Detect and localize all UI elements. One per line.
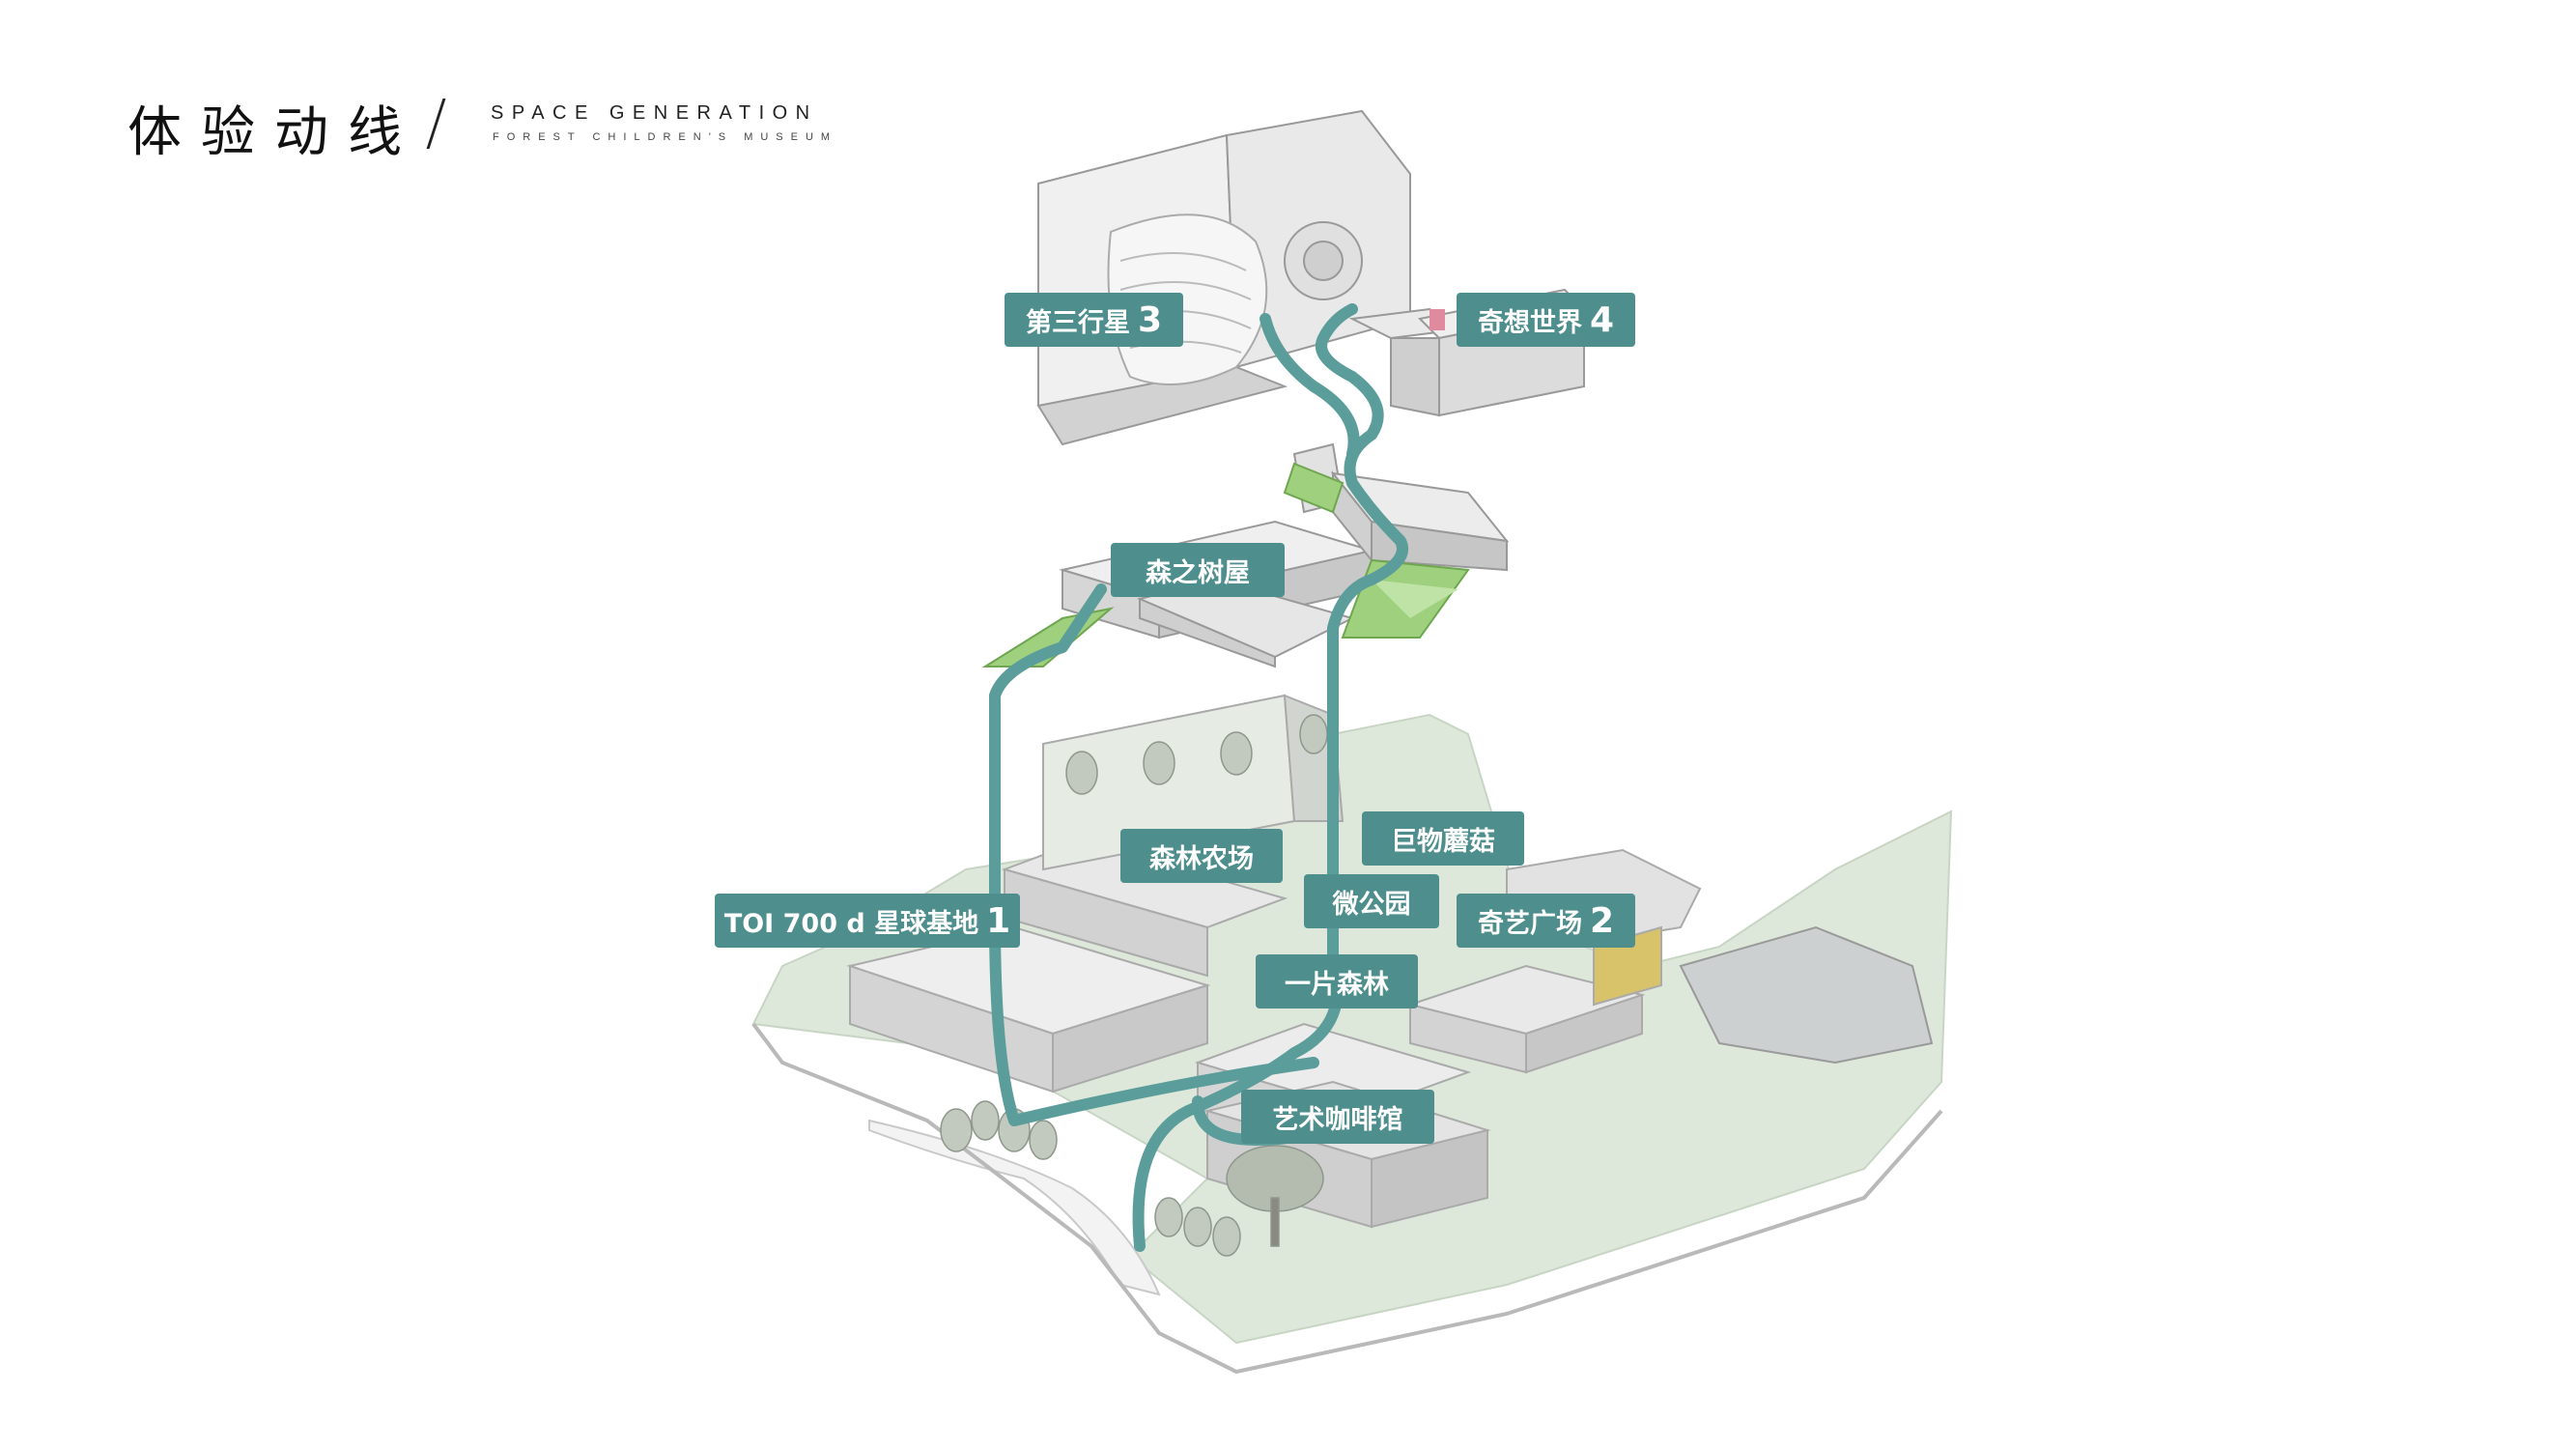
stop-name: 第三行星 bbox=[1025, 307, 1130, 338]
stop-name: 巨物蘑菇 bbox=[1391, 826, 1495, 857]
stop-label-forest-farm: 森林农场 bbox=[1120, 829, 1283, 883]
stop-number: 2 bbox=[1589, 900, 1615, 941]
ground-edge bbox=[751, 1022, 1943, 1375]
stop-number: 1 bbox=[986, 900, 1011, 941]
trees bbox=[940, 714, 1328, 1257]
stop-name: 微公园 bbox=[1332, 889, 1411, 920]
stop-name: 森林农场 bbox=[1149, 843, 1254, 874]
stop-name: 艺术咖啡馆 bbox=[1272, 1104, 1403, 1135]
stop-name: 奇想世界 bbox=[1477, 307, 1582, 338]
stop-label-a-forest: 一片森林 bbox=[1256, 954, 1418, 1009]
stop-name: 奇艺广场 bbox=[1477, 908, 1582, 939]
top-level bbox=[1036, 109, 1587, 446]
stop-number: 3 bbox=[1137, 299, 1163, 340]
page-title: 体验动线 bbox=[127, 101, 421, 164]
page-title-english: SPACE GENERATION bbox=[491, 102, 818, 124]
stop-name: 森之树屋 bbox=[1146, 557, 1250, 588]
road-curve bbox=[868, 1119, 1161, 1296]
stop-label-forest-treehouse: 森之树屋 bbox=[1111, 543, 1285, 597]
stop-name: 一片森林 bbox=[1285, 969, 1389, 1000]
page-subtitle: FOREST CHILDREN'S MUSEUM bbox=[493, 131, 838, 143]
stop-name: TOI 700 d 星球基地 bbox=[723, 908, 979, 939]
stop-number: 4 bbox=[1589, 299, 1615, 340]
stop-label-art-cafe: 艺术咖啡馆 bbox=[1241, 1090, 1434, 1144]
stop-label-micro-park: 微公园 bbox=[1304, 874, 1439, 928]
stop-label-giant-mushroom: 巨物蘑菇 bbox=[1362, 811, 1524, 866]
